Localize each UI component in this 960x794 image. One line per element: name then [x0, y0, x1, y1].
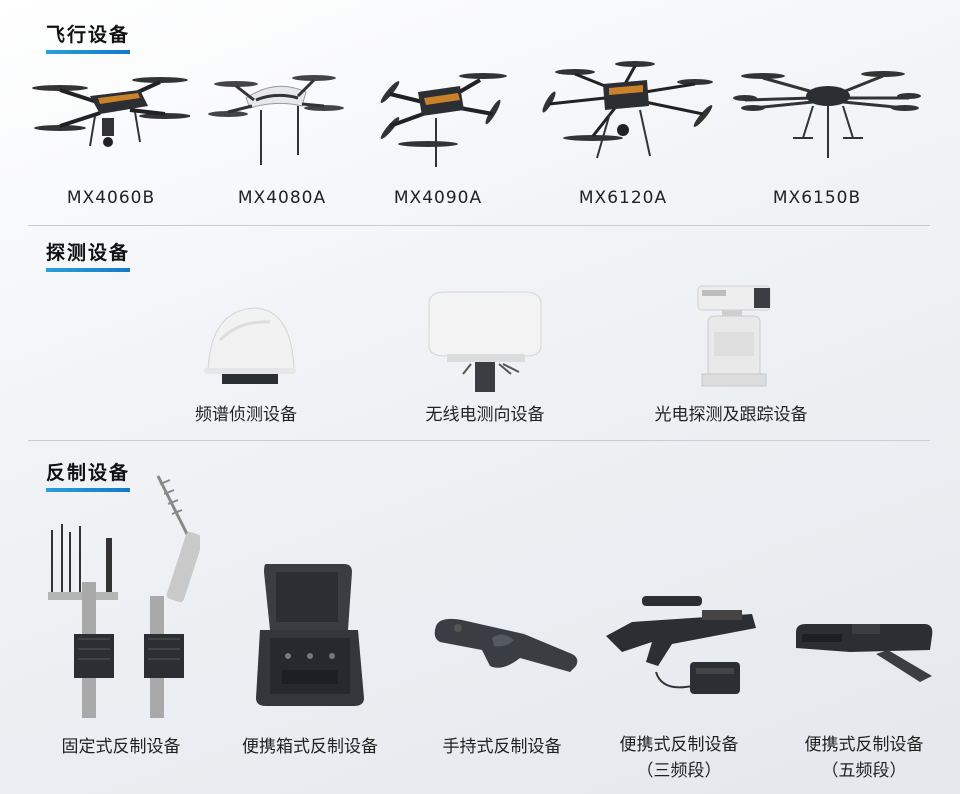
product-label: 手持式反制设备 [442, 737, 562, 757]
drone-mx6120a[interactable] [535, 58, 715, 168]
product-label-sub: （三频段） [636, 761, 722, 781]
product-label: 便携式反制设备 （三频段） [620, 732, 739, 784]
rugged-case-icon [256, 564, 364, 706]
section-title-countermeasure: 反制设备 [46, 458, 131, 492]
hexacopter-drone-icon [542, 61, 713, 159]
drone-mx6150b[interactable] [733, 66, 923, 166]
drone-label: MX4080A [237, 188, 327, 208]
drone-label: MX6120A [578, 188, 668, 208]
product-eo-tracker[interactable] [692, 282, 782, 392]
product-fixed-jammer[interactable] [40, 474, 200, 718]
section-divider [28, 225, 930, 226]
dome-sensor-icon [204, 307, 296, 384]
section-divider [28, 440, 930, 441]
section-title-flight: 飞行设备 [46, 20, 131, 54]
quadcopter-drone-icon [32, 77, 190, 147]
product-label-main: 便携式反制设备 [804, 735, 924, 755]
product-label: 无线电测向设备 [425, 405, 545, 425]
jammer-gun-icon [796, 624, 933, 682]
drone-label: MX4060B [66, 188, 156, 208]
jammer-gun-icon [606, 596, 756, 694]
radome-antenna-icon [428, 291, 542, 392]
handheld-jammer-icon [434, 618, 578, 672]
section-title-detection: 探测设备 [46, 238, 131, 272]
drone-label: MX6150B [772, 188, 862, 208]
title-underline [46, 50, 131, 54]
ptz-camera-icon [697, 285, 771, 387]
product-jammer-gun-3band[interactable] [602, 592, 758, 702]
hexacopter-drone-icon [733, 71, 921, 158]
product-label: 便携箱式反制设备 [242, 737, 378, 757]
product-handheld-jammer[interactable] [432, 610, 580, 690]
drone-label: MX4090A [393, 188, 483, 208]
drone-mx4060b[interactable] [30, 68, 190, 163]
product-label: 固定式反制设备 [61, 737, 181, 757]
title-underline [46, 268, 131, 272]
drone-mx4080a[interactable] [206, 70, 346, 170]
product-label: 便携式反制设备 （五频段） [805, 732, 924, 784]
product-label: 频谱侦测设备 [195, 405, 297, 425]
antenna-mast-icon [48, 475, 200, 718]
title-underline [46, 488, 131, 492]
product-label-main: 便携式反制设备 [619, 735, 739, 755]
product-spectrum-sensor[interactable] [200, 300, 300, 390]
quadcopter-drone-icon [208, 75, 344, 165]
product-jammer-gun-5band[interactable] [792, 618, 938, 684]
product-label: 光电探测及跟踪设备 [654, 405, 808, 425]
product-label-sub: （五频段） [821, 761, 907, 781]
product-direction-finder[interactable] [425, 288, 545, 393]
product-case-jammer[interactable] [248, 560, 372, 710]
drone-mx4090a[interactable] [368, 62, 508, 172]
quadcopter-drone-icon [380, 73, 507, 167]
